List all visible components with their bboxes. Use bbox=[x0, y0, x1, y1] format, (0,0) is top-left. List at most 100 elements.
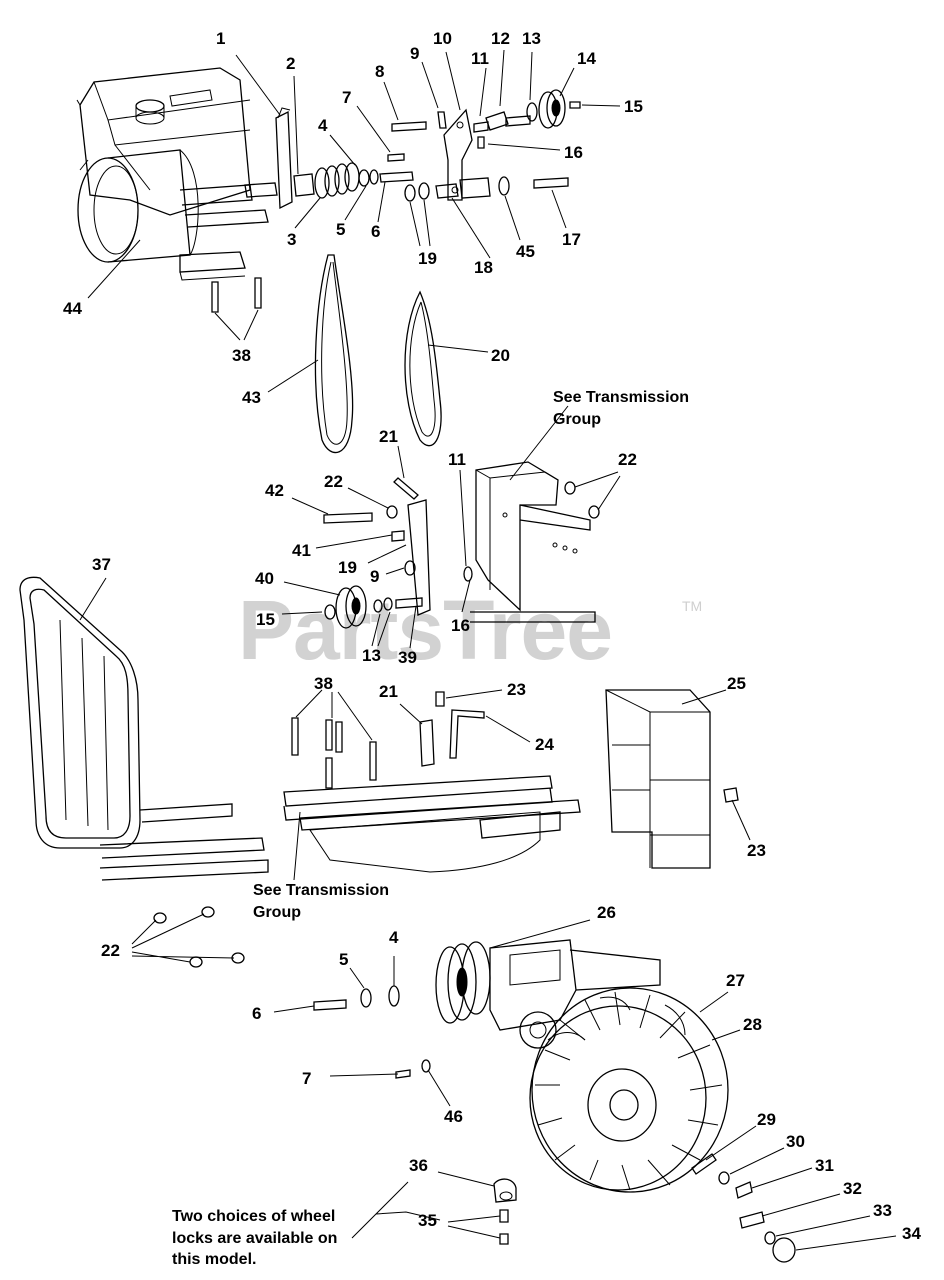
callout-27: 27 bbox=[726, 971, 745, 990]
note-line: See Transmission bbox=[253, 882, 390, 899]
shaft-part-8 bbox=[391, 121, 427, 132]
callout-24: 24 bbox=[535, 735, 554, 754]
note-see-transmission-top: See Transmission Group bbox=[553, 387, 689, 430]
idler-arm-part-10 bbox=[443, 108, 473, 201]
callout-5-bottom: 5 bbox=[339, 950, 349, 969]
shaft-part-42 bbox=[323, 512, 373, 524]
callout-9: 9 bbox=[410, 44, 420, 63]
note-see-transmission-mid: See Transmission Group bbox=[253, 880, 389, 923]
idler-bracket-lower bbox=[404, 499, 431, 616]
callout-13: 13 bbox=[522, 29, 541, 48]
washer-part-30 bbox=[718, 1171, 730, 1185]
callout-6: 6 bbox=[371, 222, 381, 241]
callout-20: 20 bbox=[491, 346, 510, 365]
note-line: Group bbox=[553, 410, 601, 428]
nut-part-22a-right bbox=[564, 481, 576, 495]
pin-part-7-bottom bbox=[395, 1069, 411, 1079]
callout-13-mid: 13 bbox=[362, 646, 381, 665]
bolt-part-41 bbox=[391, 530, 405, 542]
callout-12: 12 bbox=[491, 29, 510, 48]
washer-part-33 bbox=[764, 1231, 776, 1245]
nut-part-22b-right bbox=[588, 505, 600, 519]
callout-38-mid: 38 bbox=[314, 674, 333, 693]
transmission-part-26 bbox=[435, 939, 661, 1049]
callout-7-bottom: 7 bbox=[302, 1069, 312, 1088]
leader-lines bbox=[79, 49, 897, 1251]
note-wheel-locks: Two choices of wheel locks are available… bbox=[172, 1206, 337, 1271]
callout-23-mid: 23 bbox=[507, 680, 526, 699]
bolts-part-38-top bbox=[211, 277, 262, 313]
callout-41: 41 bbox=[292, 541, 311, 560]
callout-22-mid: 22 bbox=[324, 472, 343, 491]
note-line: Group bbox=[253, 903, 301, 921]
nut-part-22-mid bbox=[386, 505, 398, 519]
note-line: this model. bbox=[172, 1251, 257, 1269]
engine-part-44 bbox=[76, 67, 278, 281]
callout-32: 32 bbox=[843, 1179, 862, 1198]
callout-6-bottom: 6 bbox=[252, 1004, 262, 1023]
bolt-part-6-bottom bbox=[313, 999, 347, 1011]
wheel-part-27-28 bbox=[529, 987, 729, 1193]
callout-22-right: 22 bbox=[618, 450, 637, 469]
bolt-part-6-top bbox=[379, 171, 414, 183]
callout-11-mid: 11 bbox=[448, 450, 466, 469]
bolt-part-23-mid bbox=[435, 691, 445, 707]
callout-33: 33 bbox=[873, 1201, 892, 1220]
transmission-bracket-upper bbox=[470, 461, 596, 623]
washer-part-45 bbox=[498, 176, 510, 196]
washer-part-19a bbox=[404, 184, 416, 202]
callout-43: 43 bbox=[242, 388, 261, 407]
belt-part-20 bbox=[404, 290, 442, 447]
nut-part-46 bbox=[421, 1059, 431, 1073]
callout-14: 14 bbox=[577, 49, 596, 68]
transmission-frame-base bbox=[283, 775, 581, 873]
washer-part-19b bbox=[418, 182, 430, 200]
rod-part-24 bbox=[449, 709, 485, 759]
callout-10: 10 bbox=[433, 29, 452, 48]
belt-part-43 bbox=[314, 254, 354, 454]
spring-part-21-mid bbox=[419, 719, 435, 767]
callout-3: 3 bbox=[287, 230, 297, 249]
callout-45: 45 bbox=[516, 242, 535, 261]
note-line: Two choices of wheel bbox=[172, 1208, 336, 1225]
callout-39: 39 bbox=[398, 648, 417, 667]
watermark-text: PartsTree bbox=[238, 583, 613, 677]
callout-8: 8 bbox=[375, 62, 385, 81]
washer-part-4-bottom bbox=[388, 985, 400, 1007]
hub-part-18b bbox=[459, 177, 491, 199]
pulley-part-40 bbox=[335, 585, 367, 629]
callout-1: 1 bbox=[216, 29, 226, 48]
callout-40: 40 bbox=[255, 569, 274, 588]
callout-21-mid: 21 bbox=[379, 682, 398, 701]
pin-part-7-top bbox=[387, 153, 405, 162]
callout-17: 17 bbox=[562, 230, 581, 249]
spacer-part-2 bbox=[293, 173, 315, 197]
handle-frame-part-37 bbox=[19, 576, 269, 881]
nut-part-15-top bbox=[569, 101, 581, 109]
bracket-part-1 bbox=[275, 107, 293, 210]
wheel-lock-part-35 bbox=[499, 1209, 509, 1245]
washer-part-13a-mid bbox=[373, 599, 383, 613]
shaft-part-39 bbox=[395, 597, 423, 609]
cover-part-25 bbox=[605, 689, 711, 869]
callout-4: 4 bbox=[318, 116, 328, 135]
callout-15: 15 bbox=[624, 97, 643, 116]
washer-part-5-top bbox=[369, 169, 379, 185]
bolts-part-38-mid bbox=[291, 717, 377, 789]
note-line: locks are available on bbox=[172, 1229, 338, 1247]
callout-11: 11 bbox=[471, 49, 489, 68]
bracket-part-12 bbox=[485, 111, 509, 131]
callout-21-top: 21 bbox=[379, 427, 398, 446]
spring-part-21-top bbox=[393, 477, 419, 500]
callout-15-mid: 15 bbox=[256, 610, 275, 629]
bushing-part-18 bbox=[435, 183, 459, 199]
nut-part-15-mid bbox=[324, 604, 336, 620]
callout-37: 37 bbox=[92, 555, 111, 574]
pin-part-32 bbox=[739, 1211, 765, 1229]
callout-38-top: 38 bbox=[232, 346, 251, 365]
callout-19: 19 bbox=[418, 249, 437, 268]
callout-31: 31 bbox=[815, 1156, 834, 1175]
callout-25: 25 bbox=[727, 674, 746, 693]
callout-4-bottom: 4 bbox=[389, 928, 399, 947]
